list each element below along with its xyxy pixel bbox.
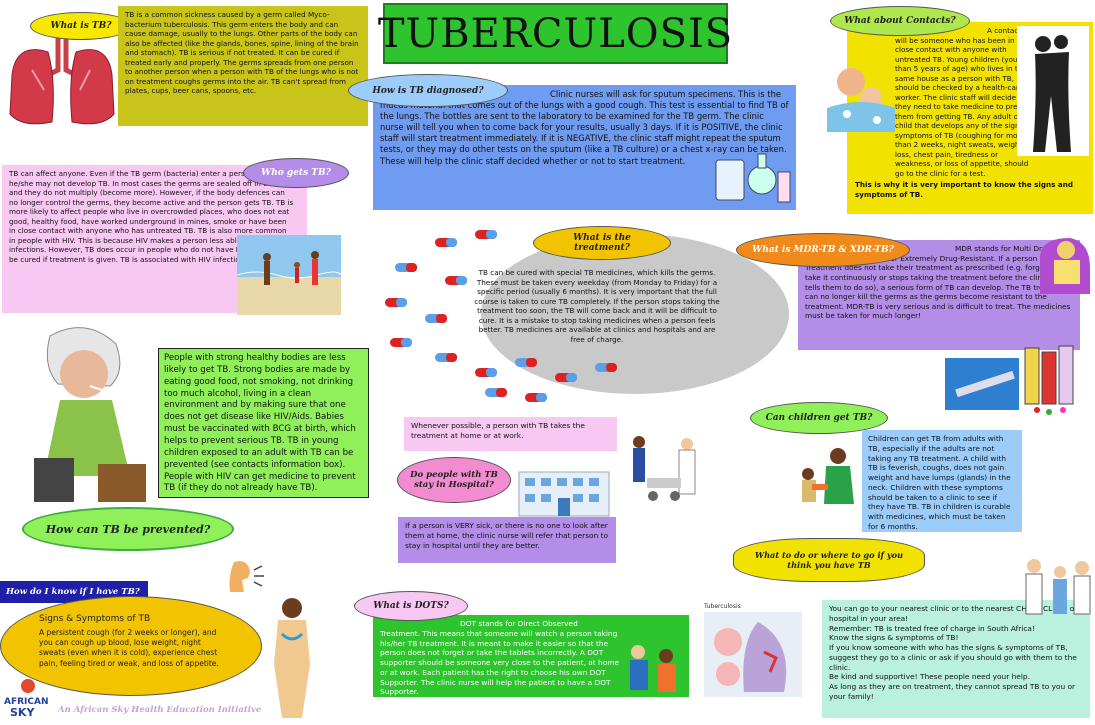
where-line-5: Be kind and supportive! These people nee… [829, 672, 1030, 682]
contacts-emphasis: This is why it is very important to know… [855, 180, 1073, 199]
svg-text:AFRICAN: AFRICAN [4, 697, 49, 707]
footer-text: An African Sky Health Education Initiati… [58, 705, 262, 715]
dots-supporter-icon [630, 645, 676, 692]
beach-family-icon [237, 235, 341, 315]
sick-person-chair-icon [1040, 238, 1090, 294]
african-sky-logo: AFRICAN SKY [4, 679, 49, 719]
know-oval: Signs & Symptoms of TB A persistent coug… [0, 596, 262, 696]
children-heading: Can children get TB? [750, 402, 888, 434]
diagnosed-heading: How is TB diagnosed? [348, 74, 508, 107]
treatment-heading: What is the treatment? [533, 226, 671, 260]
where-line-1: You can go to your nearest clinic or to … [829, 604, 1078, 623]
hospital-text: If a person is VERY sick, or there is no… [398, 517, 616, 563]
laboratory-icon [715, 153, 791, 203]
contacts-heading: What about Contacts? [830, 6, 970, 36]
know-text: A persistent cough (for 2 weeks or longe… [39, 628, 219, 668]
smoking-man-icon [34, 327, 146, 502]
prevented-heading: How can TB be prevented? [22, 507, 234, 551]
coughing-head-icon [229, 561, 264, 592]
pills-background-icon [385, 230, 789, 402]
hospital-heading: Do people with TB stay in Hospital? [397, 457, 511, 503]
tb-diagram-label: Tuberculosis [704, 603, 741, 610]
baby-bath-icon [827, 68, 895, 132]
children-text: Children can get TB from adults with TB,… [862, 430, 1022, 532]
prevented-text: People with strong healthy bodies are le… [158, 348, 369, 498]
nurse-patient-icon [633, 436, 696, 501]
doctors-icon [1025, 559, 1091, 615]
where-line-6: As long as they are on treatment, they c… [829, 682, 1076, 701]
what-is-tb-text: TB is a common sickness caused by a germ… [118, 6, 368, 126]
tb-diagram-icon [704, 612, 802, 697]
where-heading: What to do or where to go if you think y… [733, 538, 925, 582]
syringe-bottles-icon [945, 345, 1074, 415]
hospital-building-icon [518, 471, 610, 517]
contact-couple-icon [1017, 26, 1089, 156]
know-subheading: Signs & Symptoms of TB [39, 614, 151, 624]
dots-heading: What is DOTS? [354, 591, 468, 621]
home-treatment-text: Whenever possible, a person with TB take… [404, 417, 617, 451]
where-line-3: Know the signs & symptoms of TB! [829, 633, 959, 643]
lungs-icon [9, 36, 115, 125]
what-is-tb-heading: What is TB? [30, 12, 132, 40]
who-gets-tb-heading: Who gets TB? [243, 158, 349, 188]
mdr-heading: What is MDR-TB & XDR-TB? [736, 233, 910, 267]
where-text: You can go to your nearest clinic or to … [822, 600, 1090, 718]
svg-text:SKY: SKY [10, 706, 35, 719]
where-line-4: If you know someone with who has the sig… [829, 643, 1077, 672]
child-mother-icon [802, 448, 854, 504]
woman-figure-icon [274, 598, 310, 718]
treatment-text: TB can be cured with special TB medicine… [474, 268, 720, 344]
where-line-2: Remember: TB is treated free of charge i… [829, 623, 1035, 633]
page-title: TUBERCULOSIS [378, 3, 732, 64]
contacts-body: A contact will be someone who has been i… [895, 26, 1034, 178]
